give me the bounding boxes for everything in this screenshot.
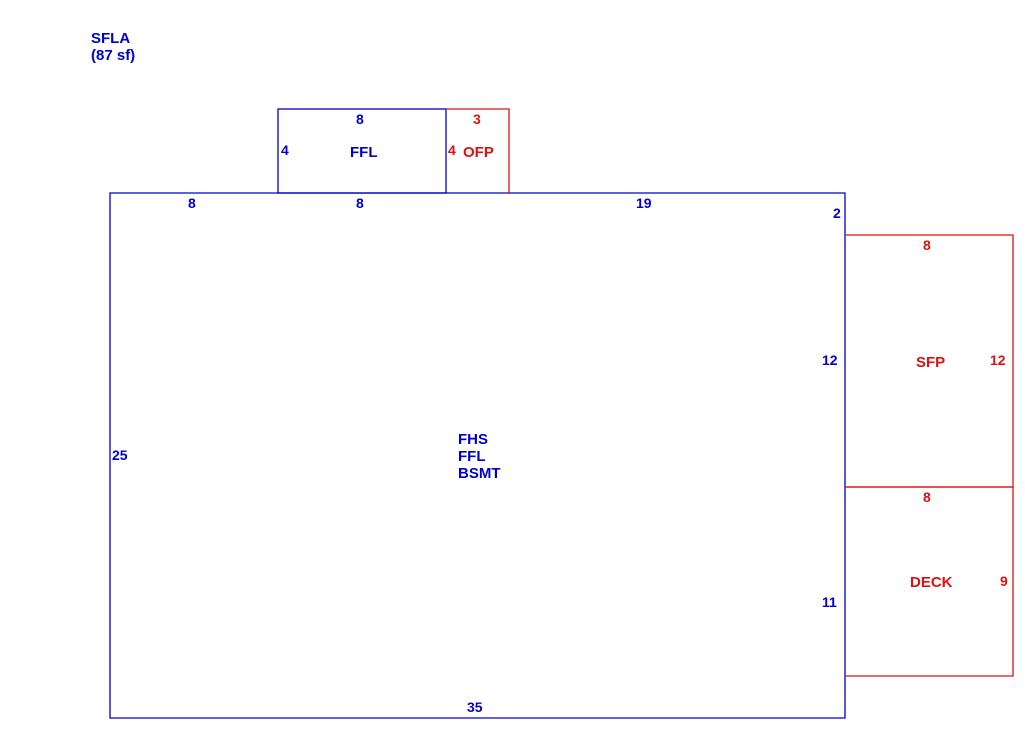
ofp-outline — [446, 108, 510, 193]
sfp-right-dim: 12 — [990, 352, 1006, 368]
sfla-label: SFLA (87 sf) — [91, 30, 135, 64]
main-label-bsmt: BSMT — [458, 465, 501, 482]
main-top-mid-dim: 8 — [356, 195, 364, 211]
deck-top-dim: 8 — [923, 489, 931, 505]
sfla-area: (87 sf) — [91, 47, 136, 64]
main-top-left-dim: 8 — [188, 195, 196, 211]
ofp-top-dim: 3 — [473, 111, 481, 127]
main-right-lower-dim: 11 — [822, 594, 837, 610]
ffl-bump-outline — [277, 108, 447, 194]
main-bottom-dim: 35 — [467, 699, 483, 715]
ffl-bump-label: FFL — [350, 144, 378, 161]
ffl-bump-top-dim: 8 — [356, 111, 364, 127]
main-label-fhs: FHS — [458, 431, 488, 448]
main-area-labels: FHS FFL BSMT — [458, 431, 501, 482]
sfp-top-dim: 8 — [923, 237, 931, 253]
main-right-step-dim: 2 — [833, 205, 841, 221]
deck-outline — [845, 486, 1014, 677]
ofp-left-dim: 4 — [448, 142, 456, 158]
main-area-outline — [109, 192, 846, 719]
ffl-bump-left-dim: 4 — [281, 142, 289, 158]
deck-right-dim: 9 — [1000, 573, 1008, 589]
sfp-label: SFP — [916, 354, 946, 371]
sfla-code: SFLA — [91, 30, 131, 47]
main-label-ffl: FFL — [458, 448, 486, 465]
ofp-label: OFP — [463, 144, 494, 161]
main-right-upper-dim: 12 — [822, 352, 838, 368]
main-left-dim: 25 — [112, 447, 128, 463]
deck-label: DECK — [910, 574, 953, 591]
main-top-right-dim: 19 — [636, 195, 652, 211]
